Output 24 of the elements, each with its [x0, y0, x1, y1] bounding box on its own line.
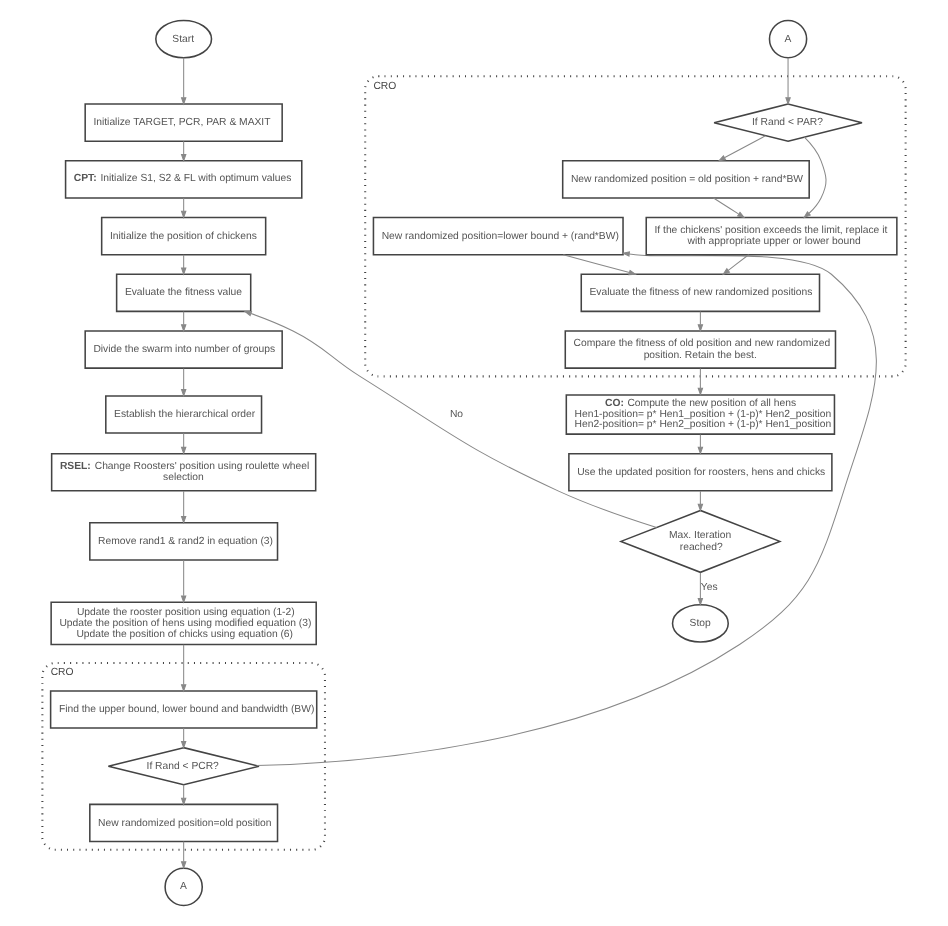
- arrow: [180, 559, 187, 604]
- arrow: [180, 197, 187, 220]
- arrow: [180, 784, 187, 806]
- arrow: [180, 432, 187, 456]
- arrow: [180, 644, 187, 693]
- arrow: [717, 135, 766, 162]
- arrow: [802, 136, 827, 219]
- arrow: [180, 841, 187, 870]
- arrow: [180, 310, 187, 333]
- arrow: [180, 367, 187, 398]
- arrow: [697, 572, 704, 607]
- arrow: [697, 433, 704, 456]
- arrow: [180, 57, 187, 106]
- arrow: [243, 310, 658, 528]
- arrow: [713, 197, 746, 219]
- arrow: [785, 57, 791, 106]
- arrow: [180, 140, 187, 163]
- arrow: [697, 367, 704, 397]
- arrow: [256, 251, 877, 767]
- arrow: [180, 490, 187, 525]
- arrow: [697, 490, 704, 512]
- arrow: [697, 310, 704, 333]
- arrow: [722, 254, 750, 276]
- arrow: [180, 727, 187, 750]
